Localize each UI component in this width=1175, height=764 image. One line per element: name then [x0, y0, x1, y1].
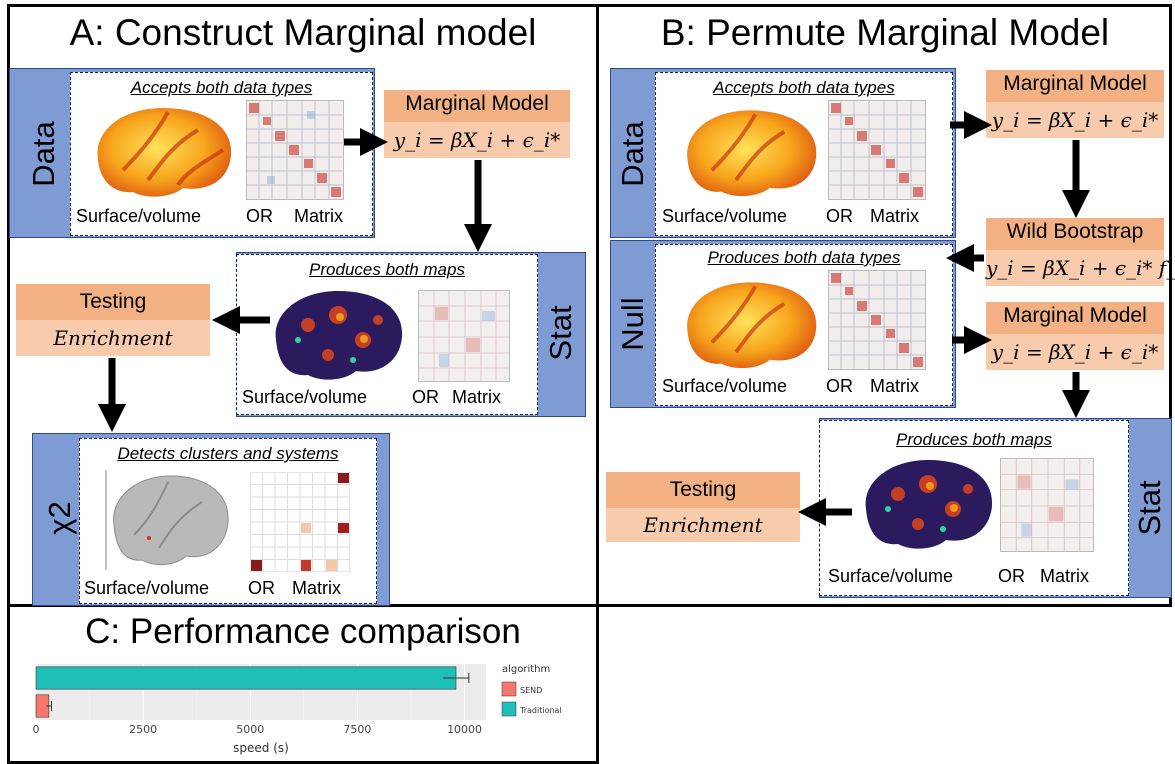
panel-b-accepts-caption: Accepts both data types: [713, 78, 895, 97]
panel-b-null-caption: Produces both data types: [707, 248, 901, 267]
panel-b-null-matrix-image: [828, 270, 926, 370]
panel-a-accepts-caption: Accepts both data types: [130, 78, 313, 97]
panel-b-marginal2-title: Marginal Model: [986, 302, 1164, 334]
panel-a-stat-or-label: OR: [412, 387, 439, 407]
x-tick-label: 5000: [236, 723, 264, 736]
panel-b-data-matrix-image: [828, 100, 926, 200]
x-ticks: 0 2500 5000 7500 10000: [33, 723, 483, 736]
x-tick-label: 7500: [343, 723, 371, 736]
x-tick-label: 0: [33, 723, 40, 736]
legend-swatch-traditional: [501, 701, 517, 717]
panel-a-stat-matrix-label: Matrix: [452, 387, 501, 407]
panel-b-bootstrap-title: Wild Bootstrap: [986, 218, 1164, 250]
panel-a-data-matrix-label: Matrix: [294, 206, 343, 226]
panel-a-marginal-title: Marginal Model: [384, 90, 570, 122]
panel-a-testing-sub: Enrichment: [16, 320, 210, 356]
panel-a-stat-brain-image: [268, 285, 408, 385]
panel-a-chi-matrix-label: Matrix: [292, 578, 341, 598]
panel-c-title: C: Performance comparison: [85, 612, 521, 651]
panel-b-null-matrix-label: Matrix: [870, 376, 919, 396]
bar-traditional: [35, 666, 457, 690]
panel-a-arrows: [98, 128, 492, 432]
panel-b-data-matrix-label: Matrix: [870, 206, 919, 226]
panel-b-marginal-eq: y_i = βX_i + ϵ_i*: [986, 102, 1164, 138]
panel-b-data-or-label: OR: [826, 206, 853, 226]
panel-a-produces-caption: Produces both maps: [309, 260, 465, 279]
panel-b-null-brain-image: [678, 274, 823, 374]
panel-b-data-surface-label: Surface/volume: [662, 206, 788, 226]
x-axis-label: speed (s): [233, 741, 289, 755]
panel-b-frame: [596, 4, 1172, 607]
panel-a-data-or-label: OR: [246, 206, 273, 226]
panel-b-stat-matrix-image: [1000, 458, 1094, 552]
panel-a-chi-matrix-image: [250, 472, 350, 572]
panel-b-null-surface-label: Surface/volume: [662, 376, 788, 396]
legend-label-send: SEND: [520, 686, 542, 695]
legend: SEND Traditional: [501, 681, 562, 717]
bars: [35, 666, 470, 718]
panel-a-detects-caption: Detects clusters and systems: [117, 444, 339, 463]
x-tick-label: 10000: [447, 723, 482, 736]
panel-a-data-brain-image: [88, 100, 238, 202]
panel-a-chi-brain-image: [104, 470, 234, 570]
panel-b-stat-matrix-label: Matrix: [1040, 566, 1089, 586]
legend-title: algorithm: [502, 664, 550, 675]
panel-b-title: B: Permute Marginal Model: [660, 12, 1110, 53]
panel-b-marginal-title: Marginal Model: [986, 70, 1164, 102]
panel-b-marginal2-eq: y_i = βX_i + ϵ_i*: [986, 334, 1164, 370]
panel-a-marginal-eq: y_i = βX_i + ϵ_i*: [384, 122, 570, 158]
panel-a-stat-surface-label: Surface/volume: [242, 387, 368, 407]
legend-label-traditional: Traditional: [519, 706, 562, 715]
panel-b-bootstrap-eq: y_i = βX_i + ϵ_i* f_i: [986, 250, 1175, 286]
performance-chart: 0 2500 5000 7500 10000 speed (s) algorithm S…: [33, 664, 562, 755]
panel-b-testing-sub: Enrichment: [606, 508, 800, 542]
panel-a-data-matrix-image: [246, 100, 344, 200]
panel-a-chi-or-label: OR: [248, 578, 275, 598]
x-tick-label: 2500: [129, 723, 157, 736]
panel-b-produces-caption: Produces both maps: [896, 430, 1052, 449]
legend-swatch-send: [501, 681, 517, 697]
panel-b-testing-title: Testing: [606, 472, 800, 508]
panel-b-stat-surface-label: Surface/volume: [828, 566, 954, 586]
panel-a-data-surface-label: Surface/volume: [76, 206, 202, 226]
panel-b-data-brain-image: [678, 102, 823, 202]
panel-b-null-or-label: OR: [826, 376, 853, 396]
panel-a-stat-matrix-image: [418, 290, 510, 382]
panel-b-arrows: [798, 111, 1090, 526]
panel-b-stat-or-label: OR: [998, 566, 1025, 586]
panel-a-title: A: Construct Marginal model: [69, 12, 537, 53]
panel-b-stat-brain-image: [858, 454, 998, 554]
panel-a-testing-title: Testing: [16, 284, 210, 320]
panel-a-chi-surface-label: Surface/volume: [84, 578, 210, 598]
